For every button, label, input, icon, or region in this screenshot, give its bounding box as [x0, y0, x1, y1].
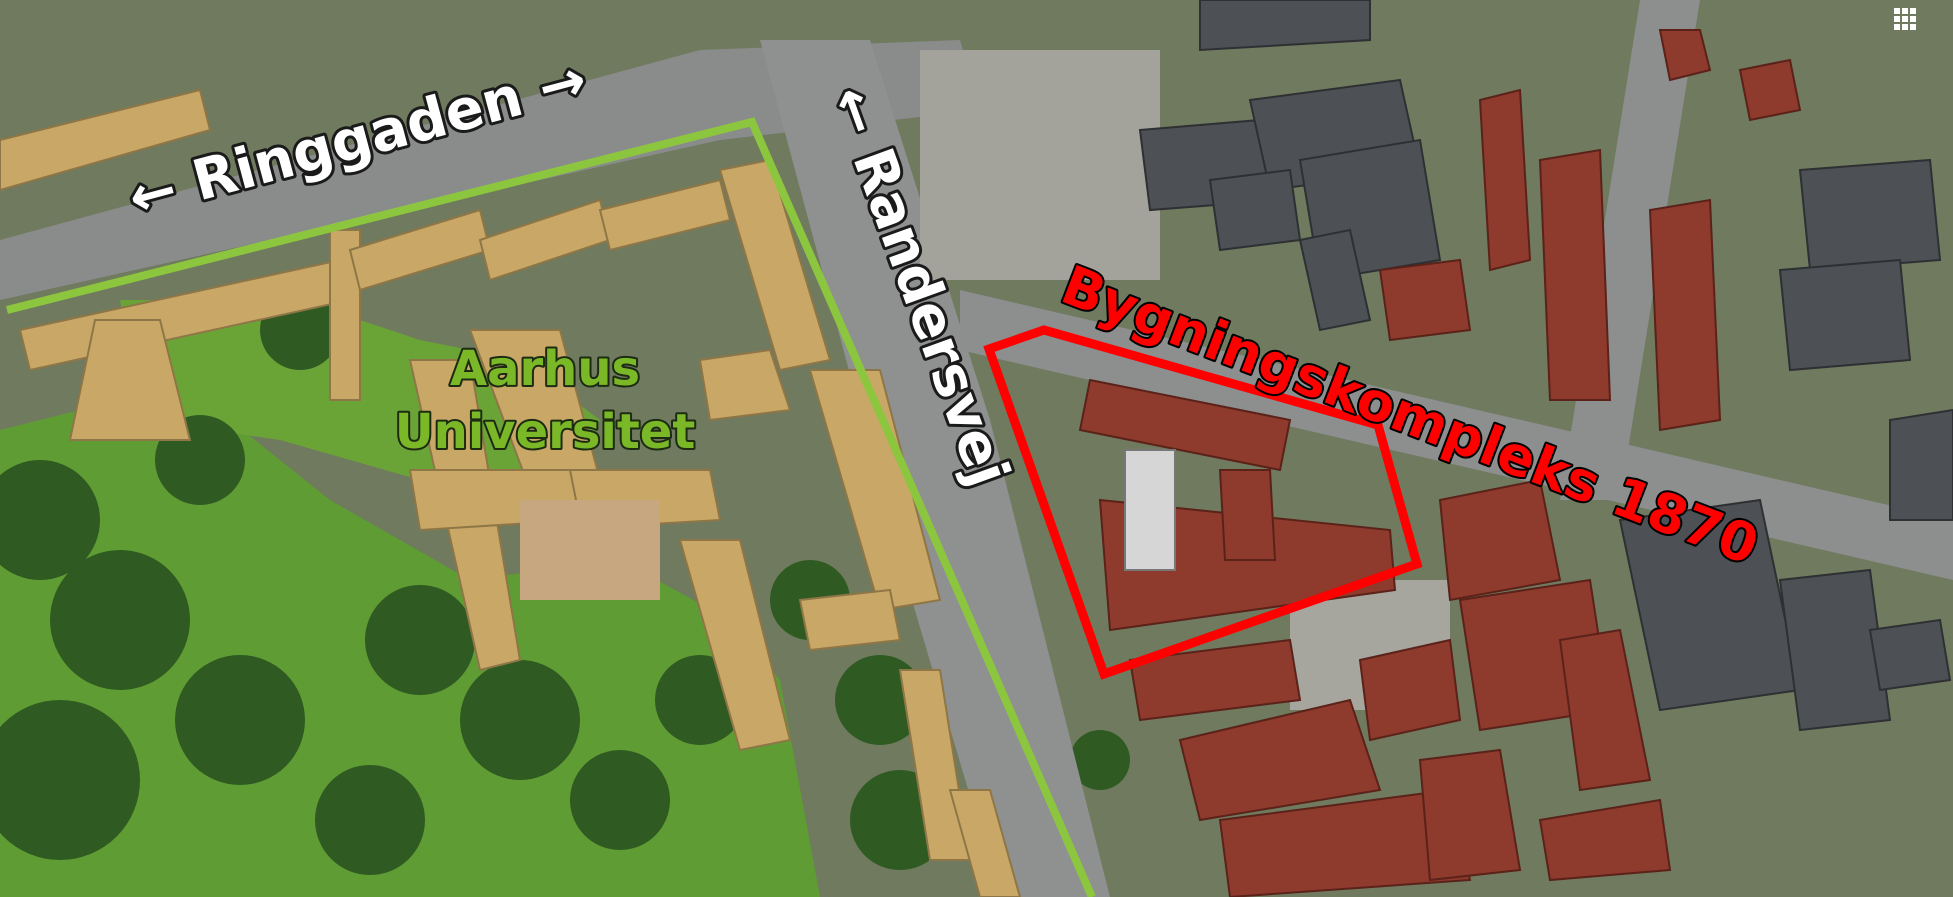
- parking-lot-north: [920, 50, 1160, 280]
- university-courtyard: [520, 500, 660, 600]
- red-brick-buildings: [1078, 29, 1802, 897]
- grid-menu-icon[interactable]: [1894, 8, 1916, 30]
- university-label-line2: Universitet: [395, 404, 696, 460]
- building-complex-flat-roof: [1124, 449, 1176, 571]
- ringgaden-road: [0, 40, 980, 300]
- modern-grey-buildings: [1138, 0, 1953, 732]
- university-label-line1: Aarhus: [450, 341, 640, 397]
- university-buildings: [0, 88, 1022, 897]
- building-complex-boundary: [983, 325, 1423, 680]
- randersvej-road: [760, 40, 1110, 897]
- university-boundary-line: [6, 117, 1096, 897]
